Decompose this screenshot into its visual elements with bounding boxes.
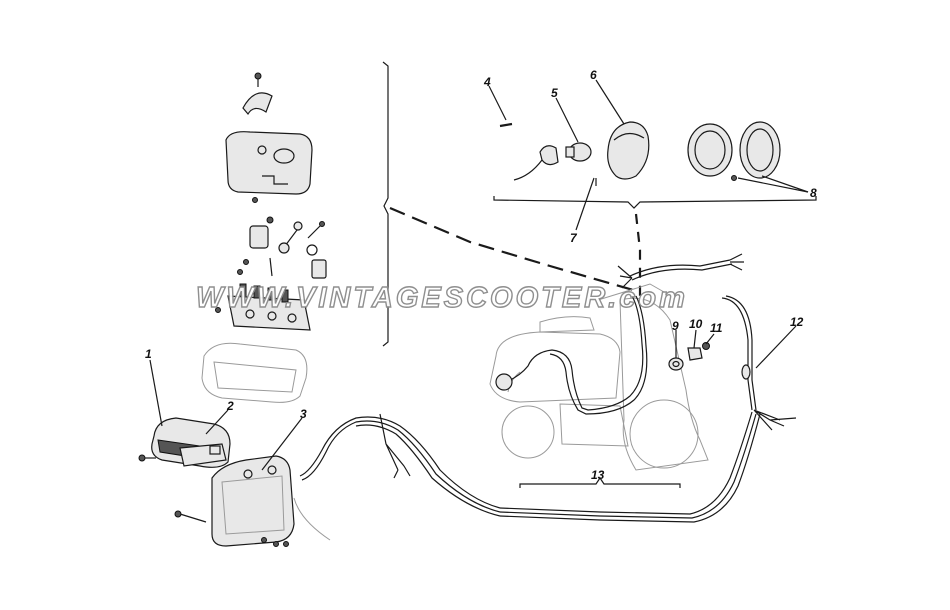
- callout-2: 2: [227, 399, 234, 413]
- gasket: [201, 342, 308, 403]
- junction-box-cover: [225, 131, 313, 195]
- nut: [702, 342, 710, 350]
- watermark: WWW.VINTAGESCOOTER.com: [195, 281, 688, 314]
- scooter-wiring: [495, 295, 648, 415]
- leader-lines: [149, 79, 809, 471]
- grommet: [668, 357, 684, 371]
- callout-9: 9: [672, 319, 679, 333]
- callout-8: 8: [810, 186, 817, 200]
- tail-light-lens: [179, 443, 227, 467]
- reflector: [607, 121, 650, 180]
- screw-small: [252, 197, 258, 203]
- screw-top: [254, 72, 262, 87]
- callout-4: 4: [484, 75, 491, 89]
- clip-bracket: [242, 92, 273, 116]
- scooter-outline: [489, 283, 709, 471]
- callout-12: 12: [790, 315, 804, 329]
- connector: [687, 347, 703, 361]
- bulb: [565, 142, 592, 162]
- terminal-block: [215, 283, 311, 331]
- callout-1: 1: [145, 347, 152, 361]
- callout-3: 3: [300, 407, 307, 421]
- main-harness: [299, 413, 681, 517]
- headlamp-cable: [499, 295, 797, 523]
- plate-holder: [174, 455, 331, 547]
- callout-7: 7: [570, 231, 577, 245]
- callout-11: 11: [710, 321, 723, 335]
- headlamp-rim: [731, 121, 781, 181]
- top-cable: [617, 253, 744, 289]
- switch-parts: [237, 216, 327, 279]
- callout-10: 10: [689, 317, 703, 331]
- bulb-holder: [513, 145, 559, 181]
- callout-13: 13: [591, 468, 605, 482]
- headlamp-parts: [493, 121, 817, 209]
- callout-6: 6: [590, 68, 597, 82]
- callout-5: 5: [551, 86, 558, 100]
- headlamp-lens: [687, 123, 733, 177]
